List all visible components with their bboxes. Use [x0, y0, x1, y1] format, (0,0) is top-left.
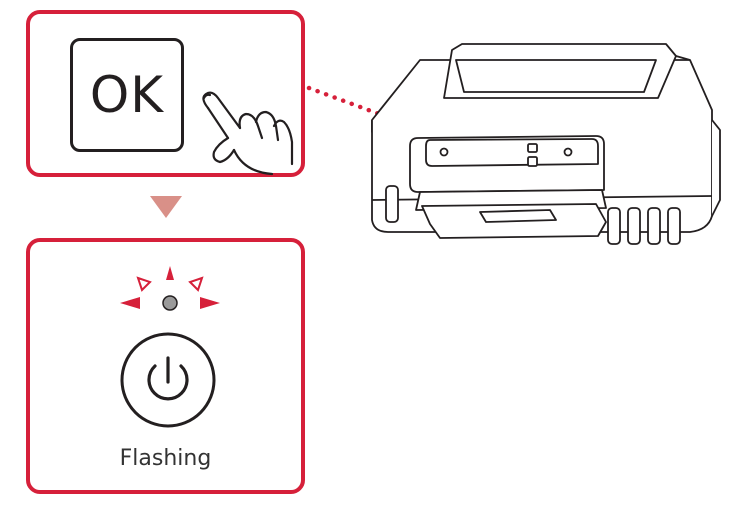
- printer-icon: [371, 43, 721, 245]
- ok-callout-panel: OK: [26, 10, 305, 177]
- flash-ray-upper-left: [136, 276, 152, 292]
- status-callout-panel: Flashing: [26, 238, 305, 494]
- flashing-label: Flashing: [119, 446, 212, 471]
- pointing-hand-icon: [202, 91, 294, 176]
- flash-ray-left: [120, 297, 140, 309]
- power-icon: [120, 332, 216, 428]
- flashing-lamp-indicator: [120, 266, 220, 311]
- status-lamp: [162, 295, 178, 311]
- flash-ray-upper-right: [188, 276, 204, 292]
- down-triangle-icon: [150, 196, 182, 218]
- flash-ray-top: [166, 266, 174, 280]
- flash-ray-right: [200, 297, 220, 309]
- ok-button: OK: [70, 38, 184, 152]
